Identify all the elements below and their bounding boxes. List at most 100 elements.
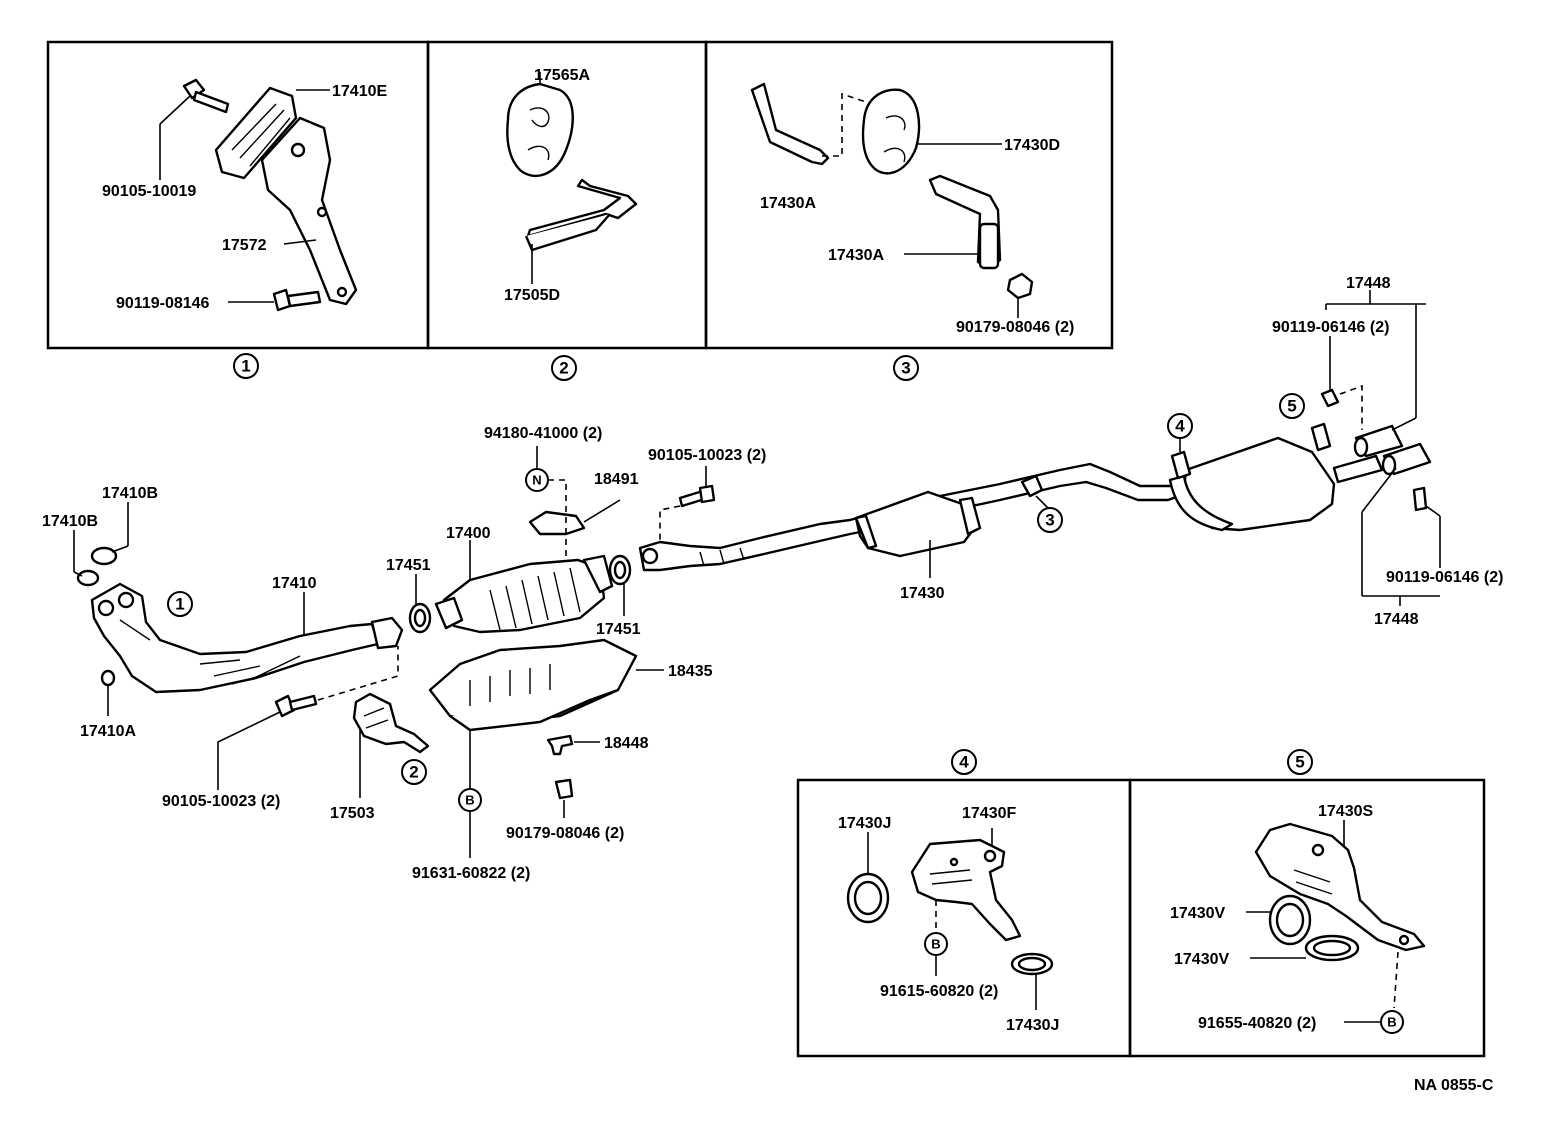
svg-text:3: 3 [901,359,910,378]
label-90119-06146-bot: 90119-06146 (2) [1386,569,1503,586]
label-17451-a: 17451 [386,557,431,574]
bracket-17505D [524,178,638,252]
svg-text:B: B [931,937,940,952]
tail-pipe-extension-17448-a [1353,424,1404,458]
detail-marker-1: 1 [233,353,259,379]
heat-insulator-18435 [428,638,638,732]
label-17430S: 17430S [1318,803,1373,820]
bolt-90105-10023-top [678,484,716,508]
label-17448-top: 17448 [1346,275,1391,292]
label-17430D: 17430D [1004,137,1060,154]
svg-text:5: 5 [1287,397,1296,416]
bolt-90119-06146-bot [1412,486,1428,512]
label-17410B-b: 17410B [102,485,158,502]
label-90105-10023-bot: 90105-10023 (2) [162,793,280,810]
label-17572: 17572 [222,237,267,254]
label-90179-08046-b: 90179-08046 (2) [506,825,624,842]
detail-marker-3-main: 3 [1037,507,1063,533]
label-18491: 18491 [594,471,639,488]
detail-marker-5: 5 [1287,749,1313,775]
hanger-muffler-rear [1310,422,1332,452]
label-17410B-a: 17410B [42,513,98,530]
svg-text:2: 2 [559,359,568,378]
hanger-muffler-front [1170,450,1192,480]
inset-box-5 [1128,778,1486,1058]
bracket-17572 [260,116,358,306]
label-17410E: 17410E [332,83,387,100]
label-17430J-b: 17430J [1006,1017,1059,1034]
detail-marker-5-main: 5 [1279,393,1305,419]
bracket-18491 [528,510,586,536]
detail-marker-2: 2 [551,355,577,381]
detail-marker-4: 4 [951,749,977,775]
svg-text:5: 5 [1295,753,1304,772]
label-17448-bot: 17448 [1374,611,1419,628]
label-91615-60820: 91615-60820 (2) [880,983,998,1000]
nut-90179-08046-a [1006,272,1034,300]
letter-marker-b-box4: B [924,932,948,956]
front-pipe-17410 [90,582,404,694]
bracket-17430S [1254,822,1426,952]
svg-text:1: 1 [175,595,184,614]
label-17430J-a: 17430J [838,815,891,832]
clip-18448 [546,734,574,756]
svg-text:N: N [532,473,541,488]
detail-marker-4-main: 4 [1167,413,1193,439]
label-17410A: 17410A [80,723,136,740]
gasket-17410B-b [90,546,118,566]
label-91655-40820: 91655-40820 (2) [1198,1015,1316,1032]
tail-muffler [1168,436,1384,532]
label-18448: 18448 [604,735,649,752]
label-17430V-a: 17430V [1170,905,1225,922]
bracket-17503 [352,692,430,754]
label-17503: 17503 [330,805,375,822]
nut-90179-08046-b [554,778,574,800]
letter-marker-b-box5: B [1380,1010,1404,1034]
detail-marker-2-main: 2 [401,759,427,785]
label-17410: 17410 [272,575,317,592]
label-90119-06146-top: 90119-06146 (2) [1272,319,1389,336]
svg-text:2: 2 [409,763,418,782]
detail-marker-1-main: 1 [167,591,193,617]
label-90105-10019: 90105-10019 [102,183,196,200]
svg-text:B: B [1387,1015,1396,1030]
bolt-90119-06146-top [1320,388,1340,408]
bracket-17430F [910,838,1022,942]
rubber-hanger-17565A [506,82,574,178]
letter-marker-b-main: B [458,788,482,812]
inset-box-2 [426,40,708,350]
label-17430: 17430 [900,585,945,602]
svg-text:4: 4 [959,753,969,772]
label-90105-10023-top: 90105-10023 (2) [648,447,766,464]
nut-17410A [100,669,116,687]
hanger-center-pipe [1020,474,1044,498]
label-17430F: 17430F [962,805,1016,822]
label-17430V-b: 17430V [1174,951,1229,968]
letter-marker-n: N [525,468,549,492]
inset-box-3 [704,40,1114,350]
label-17400: 17400 [446,525,491,542]
svg-text:B: B [465,793,474,808]
label-17451-b: 17451 [596,621,641,638]
bracket-17410E [214,86,298,180]
catalytic-converter-17400 [434,554,614,634]
label-17430A-mid: 17430A [828,247,884,264]
svg-text:3: 3 [1045,511,1054,530]
svg-text:4: 4 [1175,417,1185,436]
bolt-90119-08146 [272,288,322,312]
detail-marker-3: 3 [893,355,919,381]
gasket-17410B-a [76,569,100,587]
label-90119-08146: 90119-08146 [116,295,210,312]
label-17430A-top: 17430A [760,195,816,212]
svg-text:1: 1 [241,357,250,376]
tail-pipe-extension-17448-b [1381,442,1432,476]
label-18435: 18435 [668,663,713,680]
hanger-rod-17430A-mid [928,174,1002,270]
diagram-code: NA 0855-C [1414,1077,1494,1094]
label-90179-08046-a: 90179-08046 (2) [956,319,1074,336]
hanger-rod-17430A-top [750,82,830,166]
label-91631-60822: 91631-60822 (2) [412,865,530,882]
rubber-hanger-17430D [861,88,921,175]
label-17565A: 17565A [534,67,590,84]
bolt-90105-10019 [182,78,230,114]
